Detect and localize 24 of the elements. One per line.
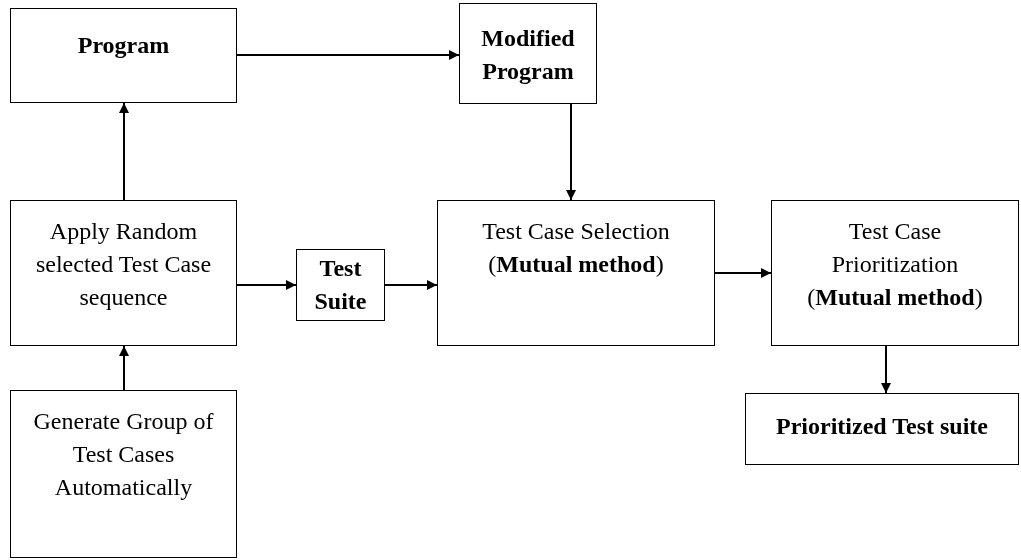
process-box <box>745 393 1019 465</box>
arrow <box>119 102 129 201</box>
arrow <box>384 280 438 290</box>
process-box <box>437 200 715 346</box>
arrow <box>714 268 772 278</box>
process-box <box>459 3 597 104</box>
box-label: Apply Random selected Test Case sequence <box>34 217 213 313</box>
arrow <box>566 103 576 201</box>
box-label: Program <box>77 31 170 60</box>
process-box <box>771 200 1019 346</box>
process-box <box>296 249 385 321</box>
box-label: Test Case Prioritization (Mutual method) <box>806 217 984 313</box>
process-box <box>10 200 237 346</box>
box-label: Prioritized Test suite <box>776 412 988 441</box>
arrow <box>236 280 297 290</box>
arrow <box>119 345 129 391</box>
arrow <box>881 345 891 394</box>
process-box <box>10 8 237 103</box>
process-box <box>10 390 237 558</box>
box-label: Test Suite <box>313 254 368 317</box>
box-label: Test Case Selection (Mutual method) <box>481 217 671 280</box>
box-label: Modified Program <box>480 24 576 87</box>
box-label: Generate Group of Test Cases Automatically <box>32 407 215 503</box>
arrow <box>236 50 460 60</box>
